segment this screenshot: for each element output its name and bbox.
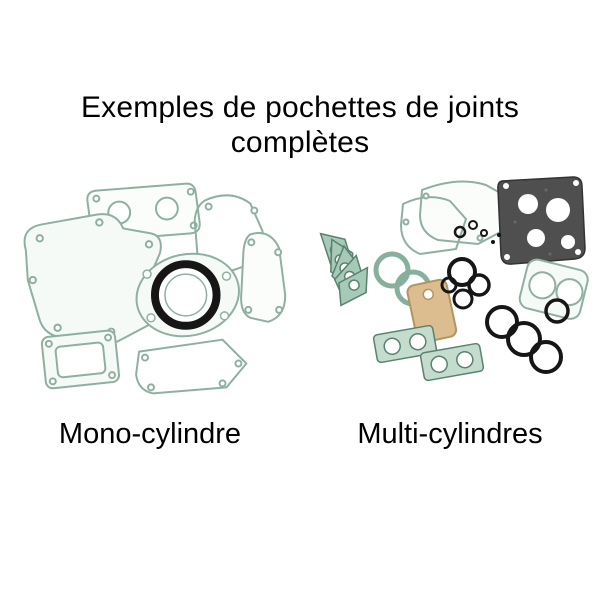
side-cover-gasket	[240, 232, 287, 323]
multi-cylinder-figure	[300, 176, 600, 408]
title-line-1: Exemples de pochettes de joints	[80, 91, 520, 124]
small-gasket-fan	[319, 232, 369, 307]
cylinder-base-gaskets	[372, 324, 485, 382]
multi-cylinder-gasket-photo	[319, 176, 589, 382]
page-title: Exemples de pochettes de joints complète…	[0, 0, 600, 160]
label-multi-cylindres: Multi-cylindres	[357, 418, 543, 450]
large-orings	[485, 298, 570, 374]
oil-pump-cover-gasket	[40, 329, 121, 390]
figure-labels: Mono-cylindre Multi-cylindres	[0, 418, 600, 451]
head-gasket-right	[518, 258, 589, 320]
title-line-2: complètes	[230, 126, 370, 159]
small-orings	[453, 220, 501, 244]
dark-cam-cover-gasket	[497, 176, 586, 265]
mono-cylinder-gasket-photo	[23, 182, 287, 395]
head-gasket-black-ring	[135, 252, 240, 338]
gasket-figures	[0, 176, 600, 408]
oring-cluster	[440, 257, 491, 310]
mono-cylinder-figure	[0, 176, 300, 408]
label-mono-cylindre: Mono-cylindre	[58, 418, 242, 450]
base-gasket-outline	[135, 338, 248, 395]
